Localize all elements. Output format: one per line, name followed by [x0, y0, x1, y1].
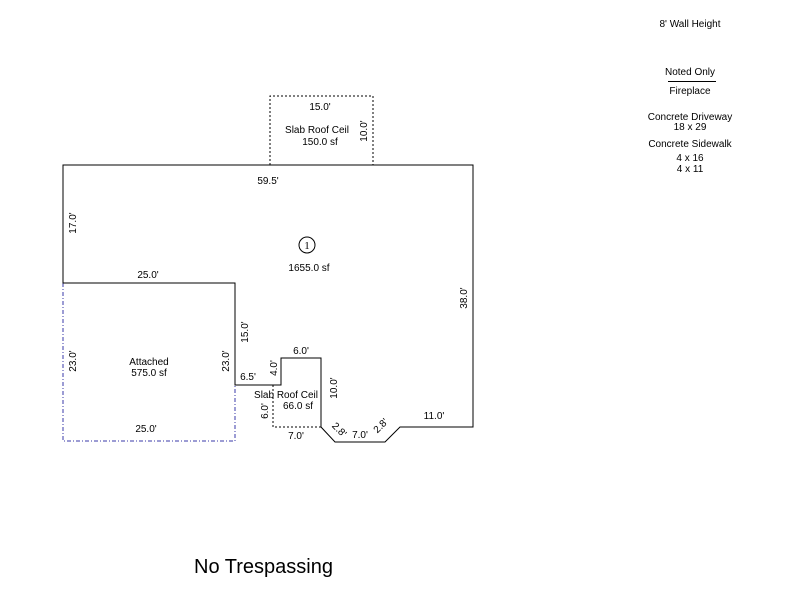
slab-bottom-dim-left: 6.0': [260, 403, 271, 419]
slab-bottom-label: Slab Roof Ceil: [254, 390, 318, 401]
main-dim-bottom-right: 11.0': [424, 411, 445, 422]
sidewalk-dimensions-2: 4 x 11: [676, 164, 704, 175]
attached-area: 575.0 sf: [131, 368, 167, 379]
footer-text: No Trespassing: [194, 556, 333, 578]
main-dim-right: 38.0': [459, 287, 470, 308]
attached-dim-right: 23.0': [221, 350, 232, 371]
main-dim-step-6: 6.0': [293, 346, 309, 357]
attached-label: Attached: [129, 357, 168, 368]
noted-only-rule: [668, 81, 716, 82]
slab-bottom-dim-bottom: 7.0': [288, 431, 304, 442]
driveway-title: Concrete Driveway: [647, 112, 733, 123]
sidewalk-title: Concrete Sidewalk: [648, 139, 732, 150]
main-dim-left: 17.0': [68, 212, 79, 233]
slab-top-dim-top: 15.0': [309, 102, 330, 113]
main-dim-bay-left: 2.8': [329, 421, 348, 440]
attached-dim-bottom: 25.0': [135, 424, 156, 435]
fireplace-note: Fireplace: [669, 86, 711, 97]
area-marker-circle: [298, 236, 316, 254]
main-dim-bay-mid: 7.0': [352, 430, 368, 441]
main-dim-top: 59.5': [257, 176, 278, 187]
driveway-dimensions: 18 x 29: [673, 122, 707, 133]
slab-top-outline: [269, 95, 374, 165]
main-house-outline: [62, 164, 474, 443]
slab-bottom-area: 66.0 sf: [283, 401, 313, 412]
area-marker: 1: [298, 236, 316, 254]
sidewalk-dimensions-1: 4 x 16: [676, 153, 704, 164]
area-marker-number: 1: [304, 240, 310, 252]
main-area: 1655.0 sf: [288, 263, 329, 274]
slab-top-area: 150.0 sf: [302, 137, 338, 148]
slab-top-label: Slab Roof Ceil: [285, 125, 349, 136]
main-dim-inner-vertical: 15.0': [240, 321, 251, 342]
slab-top-dim-right: 10.0': [359, 120, 370, 141]
main-dim-garage-top: 25.0': [137, 270, 158, 281]
wall-height-note: 8' Wall Height: [659, 19, 721, 30]
main-dim-step-6-5: 6.5': [240, 372, 256, 383]
main-dim-step-4: 4.0': [269, 360, 280, 376]
noted-only-heading: Noted Only: [664, 67, 716, 78]
main-dim-step-10: 10.0': [329, 377, 340, 398]
slab-bottom-outline: [272, 385, 321, 428]
main-dim-bay-right: 2.8': [372, 417, 391, 436]
attached-dim-left: 23.0': [68, 350, 79, 371]
